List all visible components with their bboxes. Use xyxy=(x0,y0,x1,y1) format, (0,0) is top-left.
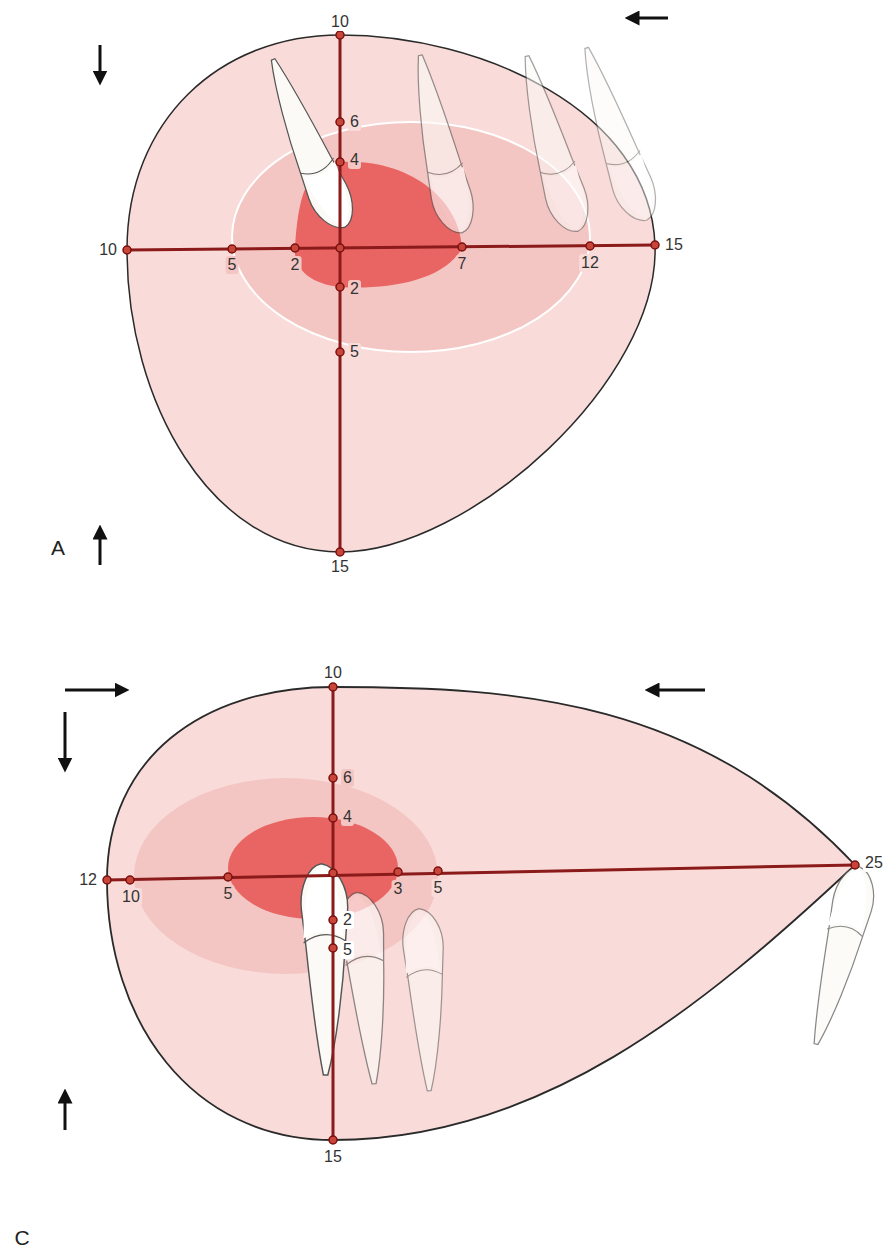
distance-value: 10 xyxy=(120,888,142,906)
distance-value: 5 xyxy=(432,879,445,897)
distance-value: 12 xyxy=(579,254,601,272)
distance-value: 15 xyxy=(322,1148,344,1166)
distance-value: 5 xyxy=(341,941,354,959)
distance-value: 12 xyxy=(77,871,99,889)
panel-a xyxy=(100,18,668,565)
distance-value: 6 xyxy=(348,113,361,131)
distance-value: 5 xyxy=(348,343,361,361)
distance-value: 6 xyxy=(341,769,354,787)
middle-zone xyxy=(232,122,590,352)
distance-value: 10 xyxy=(97,241,119,259)
incisor-tooth xyxy=(301,864,348,1075)
distance-value: 4 xyxy=(348,151,361,169)
distance-value: 2 xyxy=(341,911,354,929)
outer-zone xyxy=(127,35,655,552)
panel-letter: C xyxy=(12,1226,31,1250)
distance-value: 2 xyxy=(289,256,302,274)
distance-value: 25 xyxy=(863,854,885,872)
distance-value: 10 xyxy=(329,13,351,31)
panel-letter: A xyxy=(49,536,67,560)
distance-value: 15 xyxy=(329,558,351,576)
distance-value: 5 xyxy=(222,885,235,903)
distance-value: 7 xyxy=(456,255,469,273)
distance-value: 2 xyxy=(348,280,361,298)
distance-value: 10 xyxy=(322,664,344,682)
outer-zone xyxy=(107,687,855,1140)
distance-value: 3 xyxy=(392,880,405,898)
distance-value: 5 xyxy=(226,256,239,274)
distance-value: 4 xyxy=(341,808,354,826)
panel-c xyxy=(65,683,882,1144)
distance-value: 15 xyxy=(663,236,685,254)
canine-tooth xyxy=(255,52,361,236)
